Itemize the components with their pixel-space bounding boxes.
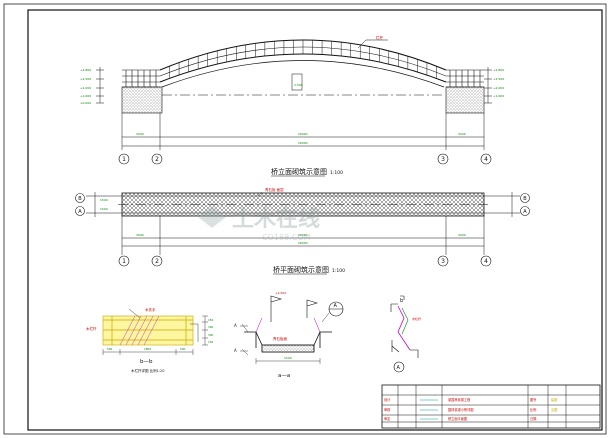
axis-3: 3 <box>441 156 445 163</box>
svg-text:1500: 1500 <box>284 356 292 360</box>
plan-axis-a-right: A <box>523 209 527 215</box>
detail-a-bubble: A <box>397 365 401 371</box>
svg-text:26000: 26000 <box>298 141 308 145</box>
svg-text:500: 500 <box>180 347 186 351</box>
tb-drawing-name-1: 园林景观小桥详图 <box>448 407 474 412</box>
plan-axis-4: 4 <box>484 258 488 265</box>
tb-value-scale: 见图 <box>551 408 557 412</box>
watermark-main: 土木在线 <box>232 206 320 232</box>
axis-2: 2 <box>155 156 159 163</box>
detail-node-a: b 木栏杆 A <box>390 295 421 373</box>
svg-text:+2.800: +2.800 <box>493 68 504 72</box>
svg-text:+2.500: +2.500 <box>80 77 91 81</box>
plan-title: 桥平面砌筑示意图 <box>273 265 329 274</box>
plan-axis-1: 1 <box>122 258 126 265</box>
sheet-outer-border <box>3 3 607 435</box>
svg-text:+2.000: +2.000 <box>80 86 91 90</box>
bridge-elevation: +2.800 +2.500 +2.000 +1.600 +0.000 +2.800 +2… <box>80 35 504 177</box>
plan-axis-a-left: A <box>78 209 82 215</box>
detail-railing-b: 木扶手 150 300 300 150 500 1800 500 木栏杆 b—b 木栏杆详… <box>86 307 214 373</box>
svg-text:150: 150 <box>208 318 214 322</box>
svg-text:+0.000: +0.000 <box>80 101 91 105</box>
tb-value-number: 建施 <box>551 397 558 402</box>
section-b-note: 木栏杆详图 比例1:20 <box>131 368 164 373</box>
plan-axis-b-left: B <box>78 196 82 202</box>
plan-axis-bubbles: B A B A <box>75 193 530 216</box>
svg-text:3000: 3000 <box>458 132 466 136</box>
plan-axis-b-right: B <box>523 196 527 202</box>
tb-label-date: 日期 <box>530 416 536 421</box>
svg-text:A: A <box>234 323 237 328</box>
tb-drawing-name-2: 桥立面平面图 <box>448 416 467 421</box>
section-a-label: a—a <box>278 373 290 379</box>
tb-label-approve: 审定 <box>384 416 391 421</box>
svg-text:+1.600: +1.600 <box>80 94 91 98</box>
svg-text:木栏杆: 木栏杆 <box>86 326 97 331</box>
svg-text:+2.500: +2.500 <box>493 77 504 81</box>
right-abutment <box>445 86 485 114</box>
svg-text:300: 300 <box>208 333 214 337</box>
cut-mark-b: b <box>400 298 403 304</box>
tb-project: 某园林景观工程 <box>448 397 471 402</box>
axis-1: 1 <box>122 156 126 163</box>
plan-axis-2: 2 <box>155 258 159 265</box>
watermark: 土木在线 CO188.COM <box>198 206 320 242</box>
detail-section-a: +2.500 青石板面 A A 1500 A a—a <box>234 291 344 379</box>
tb-label-review: 审核 <box>384 407 391 412</box>
svg-text:500: 500 <box>107 347 113 351</box>
plan-axis-3: 3 <box>441 258 445 265</box>
detail-bubble-a: A <box>334 303 338 309</box>
arch-deck <box>159 53 447 83</box>
section-b-label: b—b <box>140 359 153 365</box>
plan-axes: 1 2 3 4 <box>118 255 492 267</box>
axis-4: 4 <box>484 156 488 163</box>
svg-text:20000: 20000 <box>298 132 308 136</box>
svg-text:1800: 1800 <box>144 347 151 351</box>
title-block: 设计 审核 审定 某园林景观工程 园林景观小桥详图 桥立面平面图 图号 比例 日… <box>381 384 601 429</box>
svg-text:150: 150 <box>208 340 214 344</box>
tb-label-design: 设计 <box>384 397 391 402</box>
elevation-scale: 1:100 <box>330 170 343 176</box>
elevation-title: 桥立面砌筑示意图 <box>271 167 327 176</box>
svg-text:青石板面: 青石板面 <box>273 336 287 341</box>
watermark-sub: CO188.COM <box>262 233 311 242</box>
svg-text:3000: 3000 <box>136 132 144 136</box>
svg-text:2.500: 2.500 <box>294 83 303 87</box>
svg-text:1500: 1500 <box>100 207 108 211</box>
svg-text:+2.500: +2.500 <box>275 291 286 295</box>
tb-label-scale: 比例 <box>530 407 536 412</box>
svg-text:木栏杆: 木栏杆 <box>412 316 421 321</box>
svg-text:+1.600: +1.600 <box>493 94 504 98</box>
svg-text:3000: 3000 <box>136 233 144 237</box>
svg-text:栏杆: 栏杆 <box>376 35 384 40</box>
svg-text:300: 300 <box>208 325 214 329</box>
plan-scale: 1:100 <box>332 268 345 274</box>
svg-text:20000: 20000 <box>298 233 308 237</box>
sheet-inner-border <box>27 9 603 431</box>
svg-text:青石板 面层: 青石板 面层 <box>265 187 284 192</box>
tb-label-number: 图号 <box>530 397 536 402</box>
svg-text:26000: 26000 <box>298 241 308 245</box>
arch-soffit <box>161 60 445 88</box>
svg-text:A: A <box>234 348 237 353</box>
elevation-axes: 1 2 3 4 <box>118 153 492 165</box>
left-abutment <box>121 86 163 114</box>
svg-text:3000: 3000 <box>458 233 466 237</box>
svg-text:+2.800: +2.800 <box>80 68 91 72</box>
svg-text:木扶手: 木扶手 <box>145 307 156 312</box>
svg-text:1500: 1500 <box>100 198 108 202</box>
bridge-plan: 青石板 面层 1500 1500 B A B A 3000 20000 3000 26… <box>75 187 530 275</box>
svg-text:+2.000: +2.000 <box>493 86 504 90</box>
